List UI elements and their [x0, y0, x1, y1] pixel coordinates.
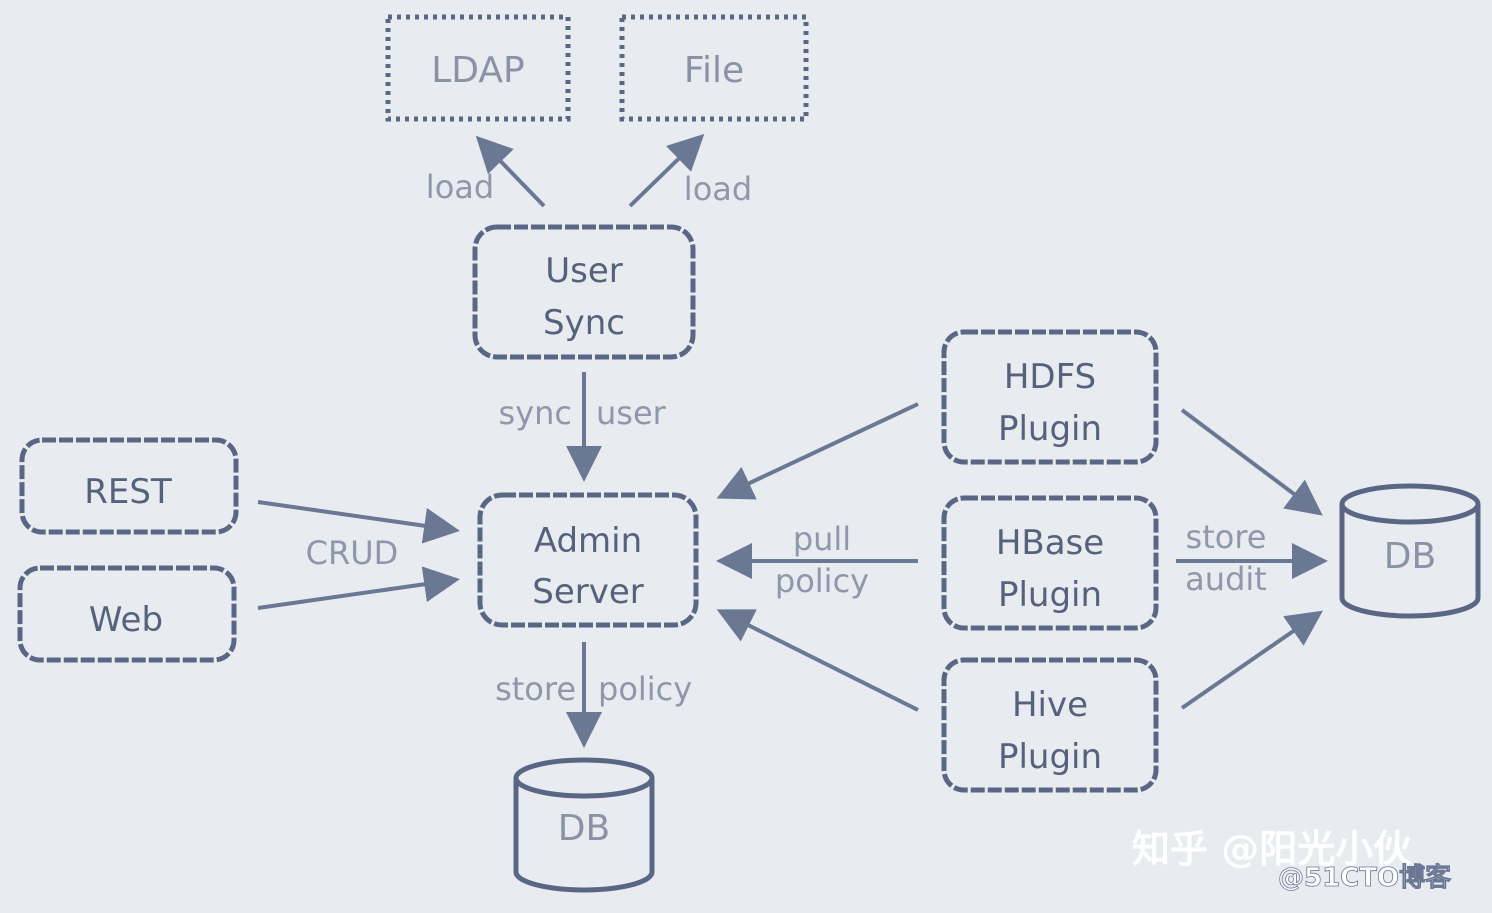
file-label: File [684, 50, 744, 91]
hdfs-plugin-label-1: HDFS [1004, 357, 1096, 397]
arrows [257, 133, 1328, 748]
edge-label-policy: policy [775, 562, 869, 600]
arrow-usersync-to-ldap [475, 135, 546, 208]
hbase-plugin-label-2: Plugin [998, 575, 1102, 615]
hive-plugin-node: Hive Plugin [941, 657, 1159, 793]
edge-label-user: user [596, 394, 667, 432]
ldap-source: LDAP [385, 14, 571, 122]
rest-node: REST [19, 437, 239, 535]
hbase-plugin-label-1: HBase [996, 523, 1104, 563]
admin-server-label-2: Server [532, 572, 644, 612]
file-box [619, 14, 809, 122]
admin-server-node: Admin Server [477, 492, 699, 628]
arrow-usersync-to-file [628, 133, 705, 208]
arrow-web-to-admin [257, 566, 460, 610]
db-bottom-node: DB [513, 757, 655, 893]
web-box [17, 565, 237, 663]
rest-box [19, 437, 239, 535]
file-source: File [619, 14, 809, 122]
edge-label-load-right: load [684, 170, 752, 208]
arrow-hdfs-to-admin [716, 402, 919, 500]
edge-label-pull: pull [793, 520, 851, 558]
edge-label-sync: sync [499, 394, 572, 432]
edge-label-crud: CRUD [306, 534, 399, 572]
user-sync-label-2: Sync [543, 303, 625, 343]
hdfs-plugin-label-2: Plugin [998, 409, 1102, 449]
db-right-top [1339, 483, 1481, 525]
edge-label-store-policy-right: policy [598, 670, 692, 708]
db-bottom-body [513, 778, 655, 893]
arrow-rest-to-admin [257, 500, 460, 544]
hbase-plugin-node: HBase Plugin [941, 495, 1159, 631]
hbase-plugin-box [941, 495, 1159, 631]
user-sync-box [472, 224, 696, 360]
ldap-label: LDAP [431, 50, 524, 91]
web-label: Web [89, 600, 163, 640]
admin-server-label-1: Admin [534, 521, 642, 561]
edge-label-store: store [1186, 518, 1267, 556]
ldap-box [385, 14, 571, 122]
user-sync-node: User Sync [472, 224, 696, 360]
arrow-hive-to-admin [716, 609, 919, 712]
watermark-51cto: @51CTO博客 [1278, 862, 1452, 893]
db-bottom-label: DB [558, 808, 610, 849]
web-node: Web [17, 565, 237, 663]
edge-label-load-left: load [426, 168, 494, 206]
watermark-zhihu: 知乎 @阳光小伙 [1132, 827, 1411, 871]
db-right-label: DB [1384, 536, 1436, 577]
db-right-node: DB [1339, 483, 1481, 619]
hdfs-plugin-node: HDFS Plugin [941, 329, 1159, 465]
rest-label: REST [84, 472, 172, 512]
hive-plugin-label-2: Plugin [998, 737, 1102, 777]
hive-plugin-box [941, 657, 1159, 793]
admin-server-box [477, 492, 699, 628]
db-bottom-top [513, 757, 655, 799]
user-sync-label-1: User [545, 251, 623, 291]
edge-label-audit: audit [1185, 560, 1267, 598]
hdfs-plugin-box [941, 329, 1159, 465]
arrow-hdfs-to-db [1180, 408, 1323, 516]
db-right-body [1339, 504, 1481, 619]
hive-plugin-label-1: Hive [1012, 685, 1088, 725]
arrow-hive-to-db [1180, 610, 1323, 710]
edge-label-store-policy-left: store [495, 670, 576, 708]
